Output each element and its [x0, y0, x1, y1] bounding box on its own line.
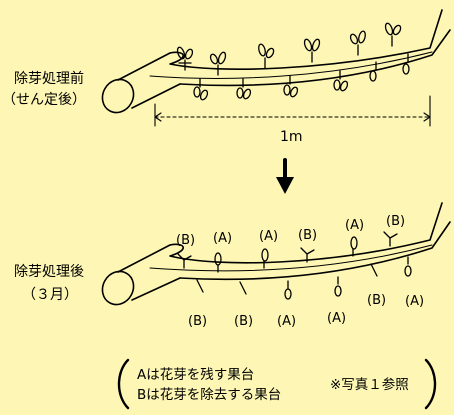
tag-bottom-4: (A) [327, 311, 347, 326]
legend-brackets [117, 358, 437, 410]
tag-top-2: (A) [213, 231, 233, 246]
tag-bottom-5: (B) [367, 293, 387, 308]
tag-top-6: (B) [386, 214, 406, 229]
span-label: 1m [280, 129, 303, 145]
buds-after-top [177, 231, 398, 273]
before-title: 除芽処理前 [14, 71, 84, 87]
tag-top-3: (A) [259, 229, 279, 244]
before-subtitle: （せん定後） [2, 92, 86, 108]
branch-after [101, 202, 451, 306]
tag-top-1: (B) [176, 233, 196, 248]
down-arrow-icon [276, 158, 294, 194]
legend-b: Bは花芽を除去する果台 [137, 387, 282, 403]
tag-bottom-3: (A) [277, 314, 297, 329]
branch-before [101, 9, 451, 114]
after-subtitle: （３月） [22, 287, 78, 303]
span-dimension [154, 95, 431, 127]
legend-a: Aは花芽を残す果台 [137, 367, 255, 383]
legend-note: ※写真１参照 [330, 377, 409, 393]
tag-bottom-2: (B) [234, 314, 254, 329]
tag-bottom-6: (A) [405, 294, 425, 309]
after-title: 除芽処理後 [14, 264, 84, 280]
buds-before-top [176, 22, 402, 76]
tag-bottom-1: (B) [188, 314, 208, 329]
buds-after-bottom [196, 256, 412, 300]
tag-top-5: (A) [345, 218, 365, 233]
buds-before-bottom [193, 53, 410, 101]
tag-top-4: (B) [298, 228, 318, 243]
